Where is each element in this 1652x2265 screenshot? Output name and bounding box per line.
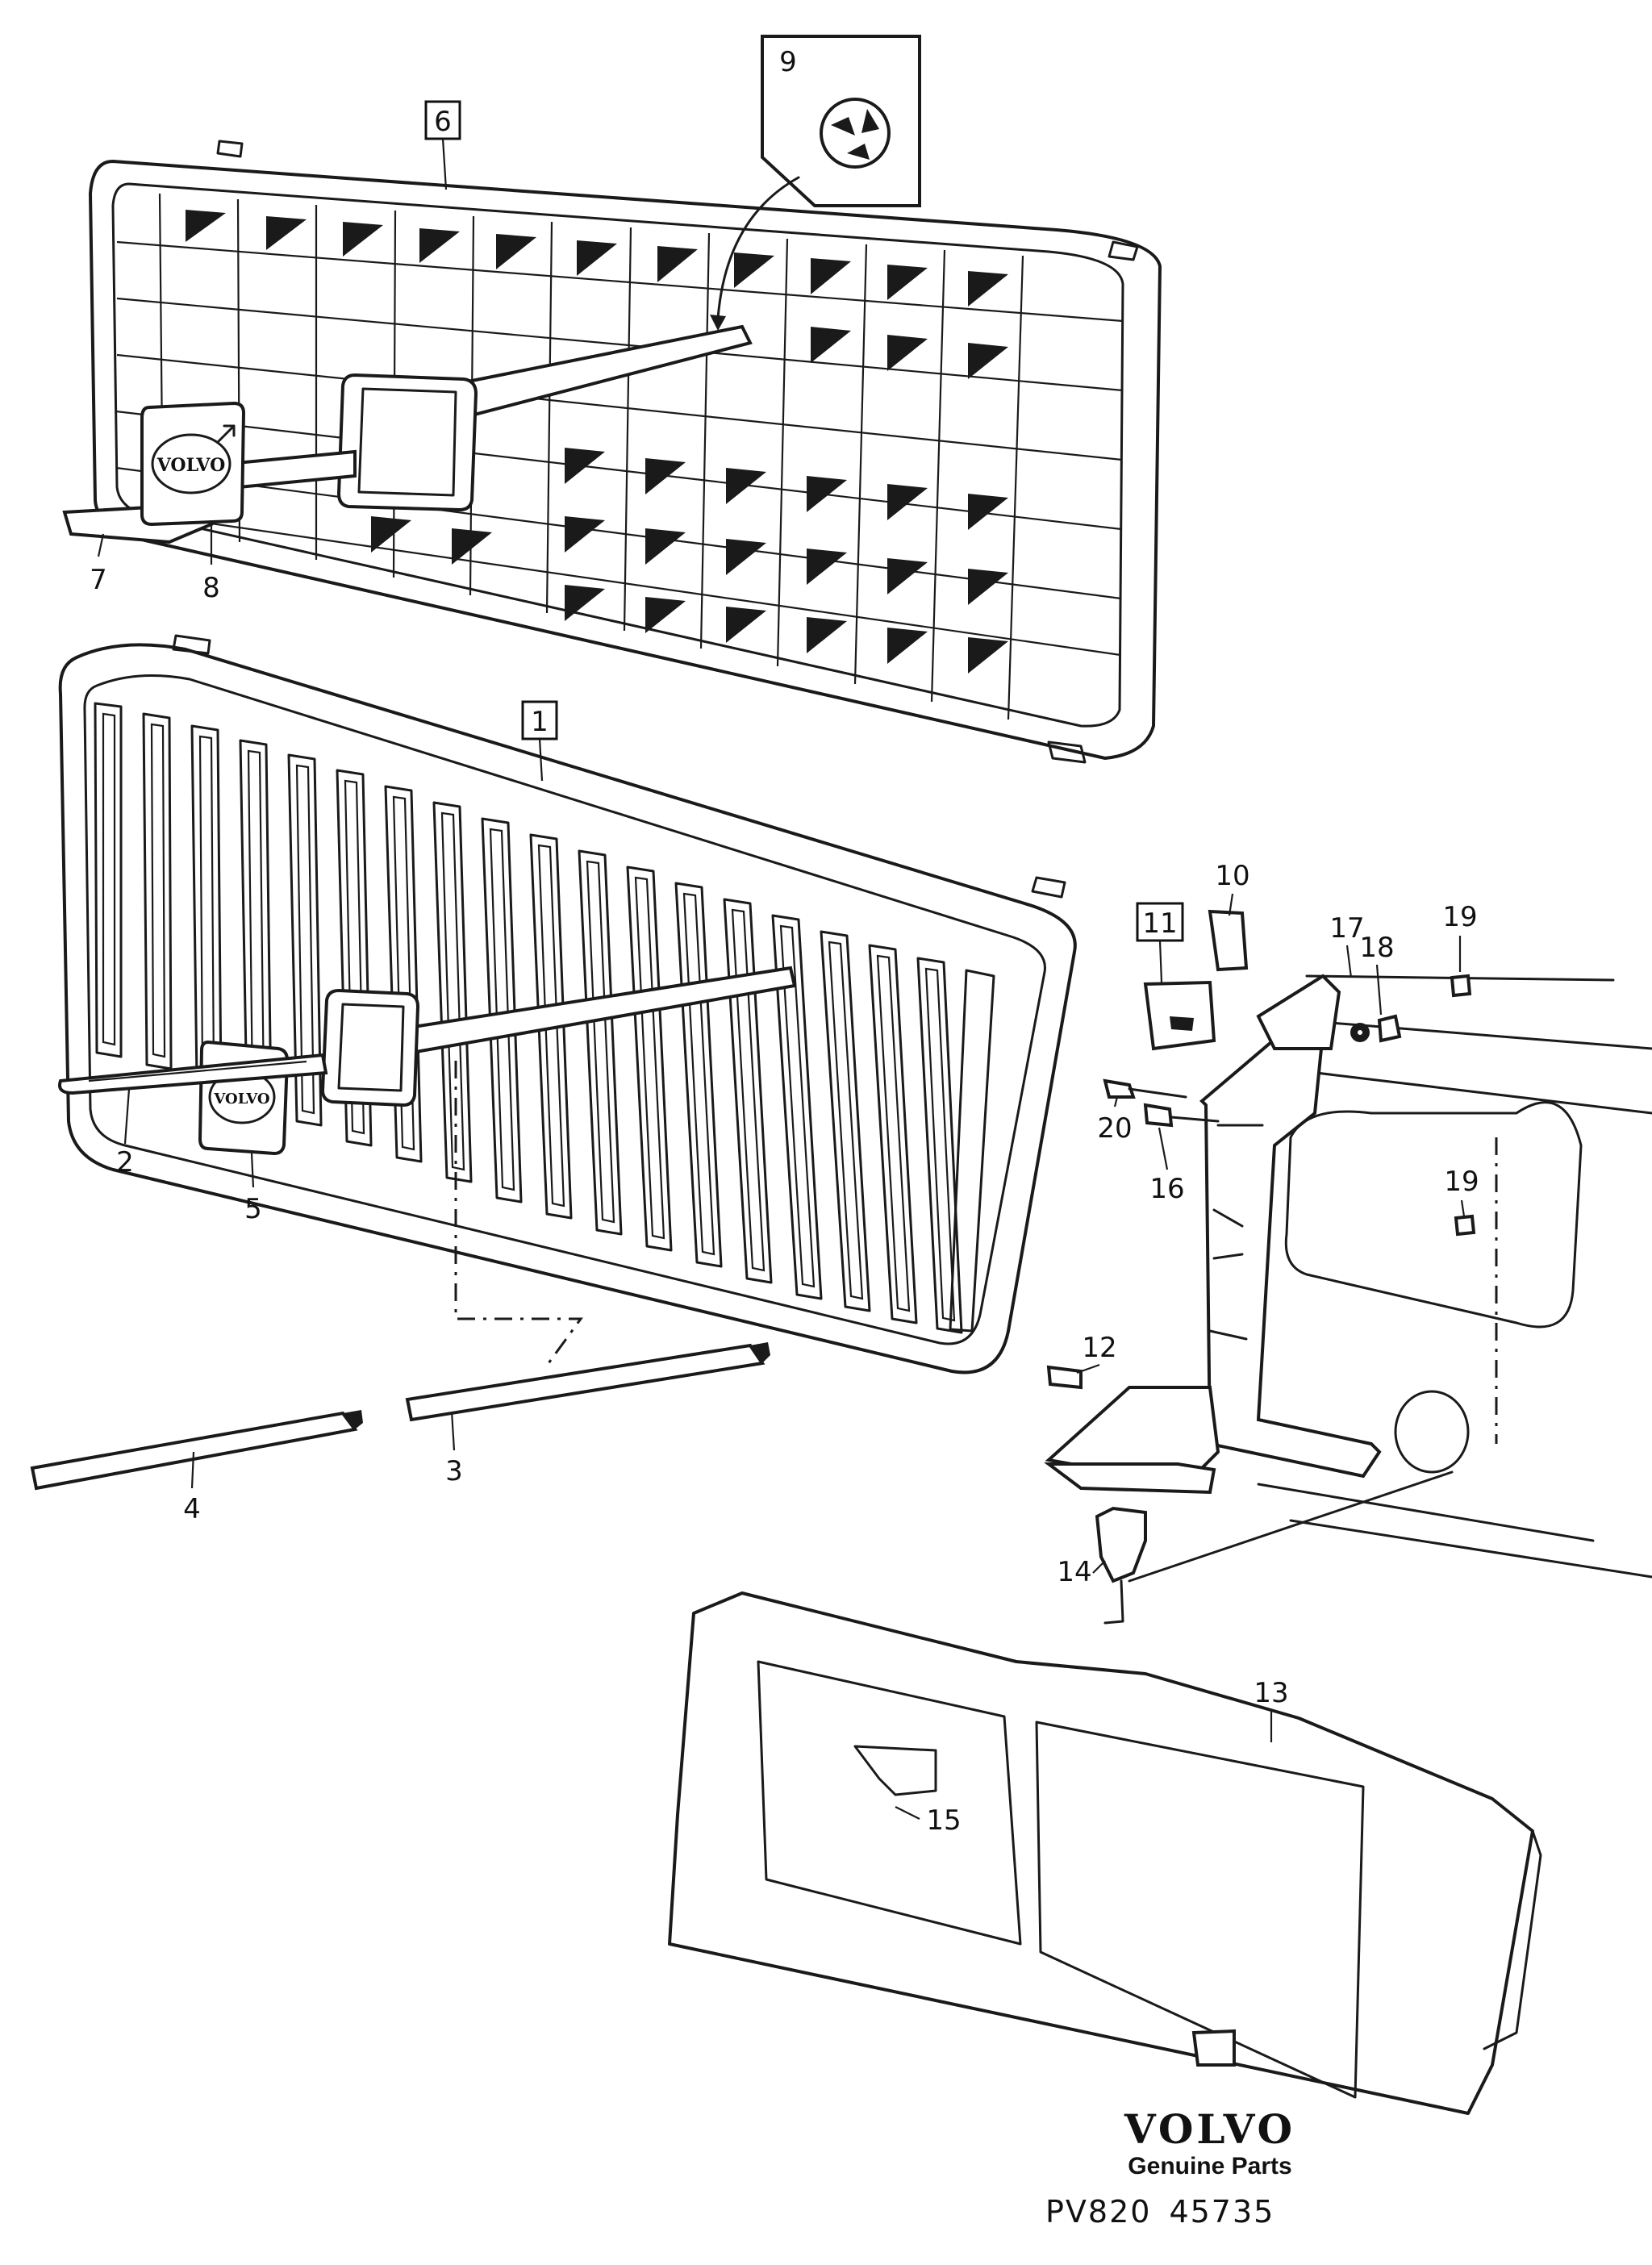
svg-text:3: 3	[445, 1455, 463, 1487]
svg-text:1: 1	[531, 706, 549, 738]
ref-code: PV820	[1045, 2194, 1152, 2230]
svg-text:7: 7	[90, 564, 107, 596]
callout-18: 18	[1359, 932, 1395, 1016]
upper-grille-mesh	[115, 193, 1124, 720]
headlamp-frame	[668, 1591, 1542, 2115]
svg-text:11: 11	[1142, 907, 1177, 940]
svg-text:10: 10	[1215, 860, 1249, 892]
callout-20: 20	[1097, 1096, 1133, 1145]
upper-badge: VOLVO	[140, 401, 246, 527]
svg-text:2: 2	[116, 1146, 134, 1178]
callout-3: 3	[445, 1411, 463, 1487]
svg-text:13: 13	[1254, 1677, 1288, 1709]
genuine-parts-label: Genuine Parts	[1128, 2153, 1292, 2179]
callout-19-lower: 19	[1444, 1166, 1479, 1217]
svg-text:6: 6	[434, 106, 452, 138]
callout-14: 14	[1057, 1556, 1106, 1588]
callout-8: 8	[202, 524, 220, 604]
svg-text:17: 17	[1329, 912, 1364, 945]
callout-2: 2	[116, 1088, 134, 1178]
callout-11: 11	[1136, 902, 1184, 983]
svg-text:9: 9	[779, 46, 797, 78]
upper-grille-cell-shadows	[186, 210, 1008, 674]
svg-text:5: 5	[244, 1193, 262, 1225]
callout-4: 4	[183, 1451, 201, 1525]
callout-7: 7	[90, 533, 107, 596]
brand-block: VOLVO Genuine Parts	[1105, 2107, 1315, 2181]
svg-text:8: 8	[202, 572, 220, 604]
callout-9: 9	[779, 46, 797, 78]
callout-19-upper: 19	[1442, 901, 1478, 972]
callout-10: 10	[1215, 860, 1250, 916]
svg-text:18: 18	[1359, 932, 1394, 964]
svg-text:4: 4	[183, 1493, 201, 1525]
svg-text:14: 14	[1057, 1556, 1091, 1588]
svg-text:15: 15	[926, 1804, 961, 1837]
callout-13: 13	[1254, 1677, 1289, 1742]
lower-grille	[58, 634, 1077, 1374]
callout-12: 12	[1076, 1332, 1117, 1374]
svg-text:19: 19	[1444, 1166, 1479, 1198]
svg-text:19: 19	[1442, 901, 1477, 933]
ref-number: 45735	[1169, 2194, 1275, 2230]
callouts: 6 9 7 8 1 2 5 3	[90, 46, 1479, 1837]
reference-code: PV820 45735	[1045, 2194, 1292, 2230]
callout-17: 17	[1329, 912, 1365, 978]
svg-text:16: 16	[1149, 1173, 1184, 1205]
svg-text:20: 20	[1097, 1112, 1132, 1145]
lower-badge-text: VOLVO	[213, 1091, 269, 1107]
callout-1: 1	[521, 700, 558, 782]
trim-strips	[30, 1053, 770, 1491]
callout-16: 16	[1149, 1127, 1185, 1205]
callout-5: 5	[244, 1153, 262, 1225]
svg-text:12: 12	[1082, 1332, 1116, 1364]
callout-15: 15	[895, 1804, 962, 1837]
upper-badge-text: VOLVO	[156, 455, 226, 476]
callout-6: 6	[424, 100, 461, 190]
volvo-logo: VOLVO	[1124, 2105, 1296, 2153]
bracket-assembly	[1044, 909, 1652, 1625]
clip-detail-9	[710, 35, 921, 331]
